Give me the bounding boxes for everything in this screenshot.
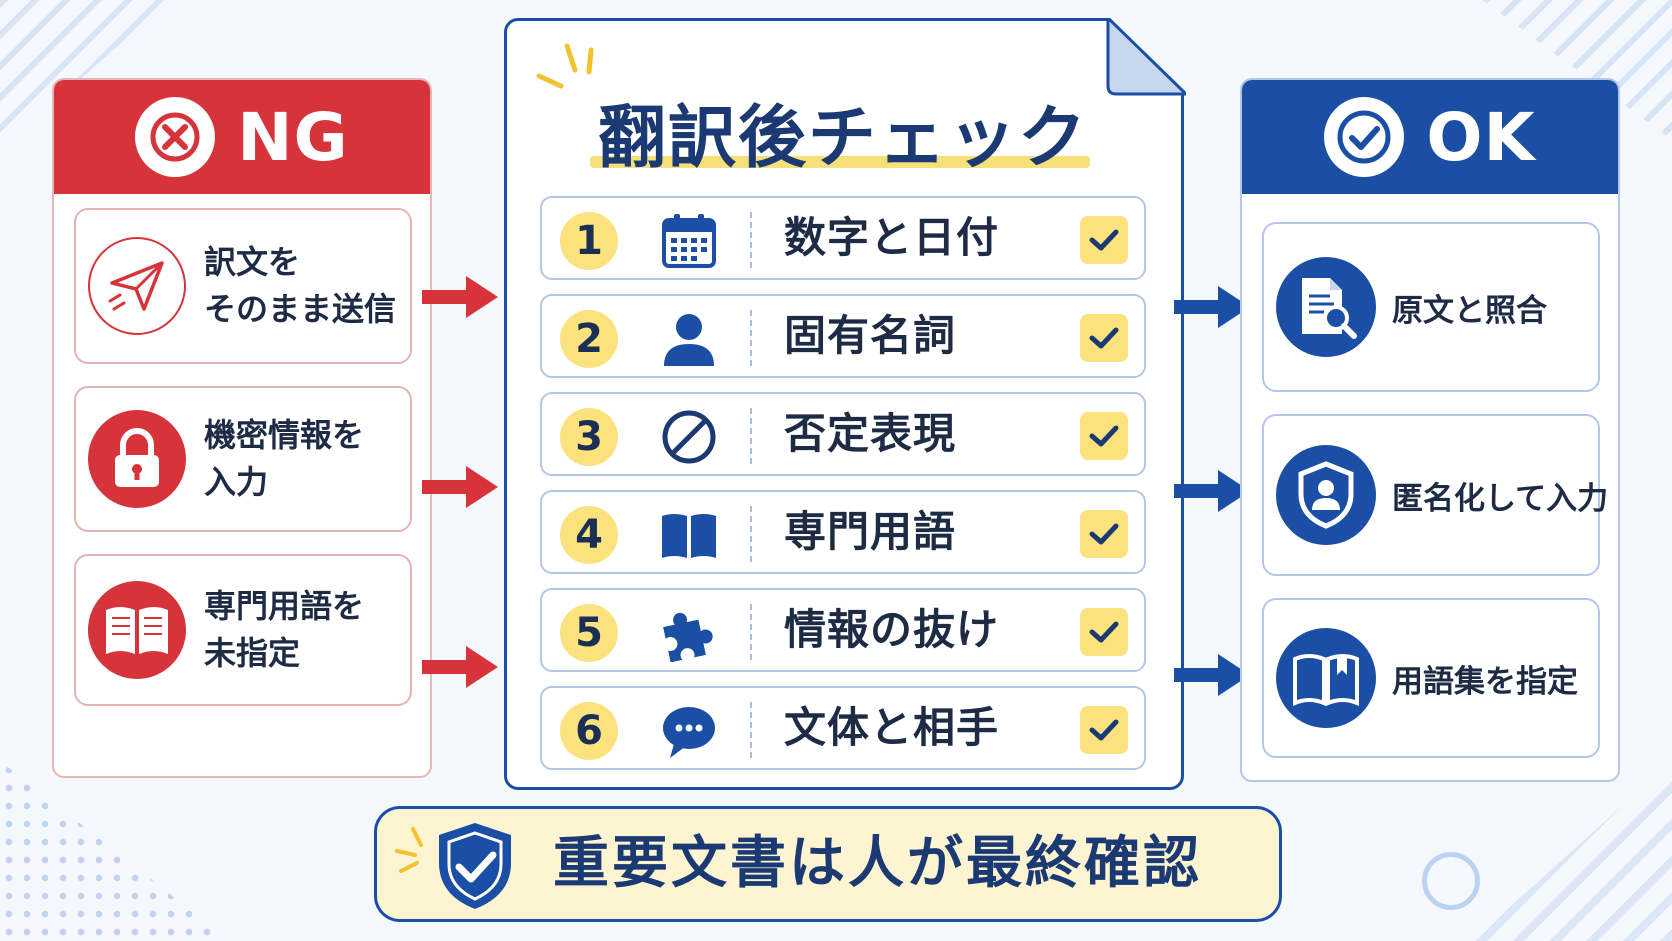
ng-item-terms-unspecified: 専門用語を 未指定 bbox=[74, 554, 412, 706]
x-mark-icon bbox=[150, 112, 200, 162]
ok-panel: OK 原文と照合 匿名化して入力 bbox=[1240, 78, 1620, 782]
checkbox-checked[interactable] bbox=[1080, 510, 1128, 558]
ok-item-glossary: 用語集を指定 bbox=[1262, 598, 1600, 758]
check-label: 否定表現 bbox=[784, 409, 957, 458]
blue-arrow-icon bbox=[1174, 470, 1250, 512]
decorative-dots-bottom-left bbox=[0, 761, 230, 941]
ng-item-line2: 入力 bbox=[204, 463, 269, 501]
check-row: 3 否定表現 bbox=[540, 392, 1146, 476]
row-separator bbox=[750, 310, 752, 366]
sparkle-icon bbox=[395, 827, 423, 873]
checkmark-icon bbox=[1089, 425, 1119, 447]
checkmark-icon bbox=[1089, 229, 1119, 251]
bookmark-book-icon bbox=[1293, 654, 1359, 707]
paper-plane-icon-wrap bbox=[88, 237, 186, 335]
ok-item-compare-source: 原文と照合 bbox=[1262, 222, 1600, 392]
sparkle-icon bbox=[536, 43, 594, 89]
calendar-icon bbox=[662, 214, 716, 268]
check-number: 5 bbox=[560, 604, 618, 662]
padlock-icon bbox=[115, 428, 159, 487]
row-separator bbox=[750, 506, 752, 562]
check-label: 数字と日付 bbox=[784, 213, 1000, 262]
ng-item-confidential-input: 機密情報を 入力 bbox=[74, 386, 412, 532]
ok-badge bbox=[1324, 97, 1405, 177]
puzzle-icon bbox=[663, 612, 713, 662]
check-number: 3 bbox=[560, 408, 618, 466]
shield-user-icon bbox=[1298, 461, 1354, 529]
document-search-icon-wrap bbox=[1276, 257, 1376, 357]
decorative-stripes-bottom-right bbox=[1472, 761, 1672, 941]
ok-item-label: 用語集を指定 bbox=[1392, 663, 1578, 700]
ng-badge bbox=[135, 97, 216, 177]
ng-item-text: 専門用語を 未指定 bbox=[204, 583, 364, 677]
ng-item-line1: 訳文を bbox=[204, 243, 301, 281]
ok-title: OK bbox=[1426, 98, 1536, 176]
blue-arrow-icon bbox=[1174, 654, 1250, 696]
row-separator bbox=[750, 212, 752, 268]
row-separator bbox=[750, 408, 752, 464]
check-number: 2 bbox=[560, 310, 618, 368]
checkbox-checked[interactable] bbox=[1080, 216, 1128, 264]
check-number: 1 bbox=[560, 212, 618, 270]
open-book-icon-wrap bbox=[88, 581, 186, 679]
row-separator bbox=[750, 702, 752, 758]
ng-item-text: 訳文を そのまま送信 bbox=[204, 239, 396, 333]
blue-arrow-icon bbox=[1174, 286, 1250, 328]
ng-item-send-as-is: 訳文を そのまま送信 bbox=[74, 208, 412, 364]
checkmark-icon bbox=[1089, 523, 1119, 545]
red-arrow-icon bbox=[422, 646, 498, 688]
row-separator bbox=[750, 604, 752, 660]
ok-item-label: 原文と照合 bbox=[1392, 292, 1547, 329]
check-circle-icon bbox=[1337, 110, 1391, 164]
ng-item-line1: 機密情報を bbox=[204, 416, 365, 454]
decorative-ring bbox=[1422, 852, 1480, 910]
ng-panel: NG 訳文を そのまま送信 機密情報を 入力 bbox=[52, 78, 432, 778]
footer-banner: 重要文書は人が最終確認 bbox=[374, 806, 1282, 922]
ng-item-line2: 未指定 bbox=[204, 634, 301, 672]
checkbox-checked[interactable] bbox=[1080, 412, 1128, 460]
check-label: 固有名詞 bbox=[784, 311, 957, 360]
check-row: 1 数字と日付 bbox=[540, 196, 1146, 280]
check-row: 6 文体と相手 bbox=[540, 686, 1146, 770]
page-fold-corner bbox=[1106, 18, 1186, 96]
checkbox-checked[interactable] bbox=[1080, 608, 1128, 656]
ng-header: NG bbox=[54, 80, 430, 194]
shield-check-icon bbox=[439, 823, 511, 909]
speech-bubble-icon bbox=[663, 707, 715, 758]
check-label: 情報の抜け bbox=[784, 605, 1000, 654]
person-icon bbox=[664, 314, 714, 366]
footer-text: 重要文書は人が最終確認 bbox=[553, 831, 1202, 896]
checkmark-icon bbox=[1089, 327, 1119, 349]
paper-plane-icon bbox=[108, 261, 164, 311]
shield-user-icon-wrap bbox=[1276, 445, 1376, 545]
red-arrow-icon bbox=[422, 466, 498, 508]
ok-header: OK bbox=[1242, 80, 1618, 194]
ok-item-anonymize: 匿名化して入力 bbox=[1262, 414, 1608, 576]
ok-item-label: 匿名化して入力 bbox=[1392, 480, 1609, 517]
check-label: 専門用語 bbox=[784, 507, 957, 556]
check-number: 6 bbox=[560, 702, 618, 760]
check-row: 4 専門用語 bbox=[540, 490, 1146, 574]
checklist-title: 翻訳後チェック bbox=[598, 99, 1089, 178]
check-row: 2 固有名詞 bbox=[540, 294, 1146, 378]
ng-item-line2: そのまま送信 bbox=[204, 290, 397, 328]
checkbox-checked[interactable] bbox=[1080, 314, 1128, 362]
prohibited-icon bbox=[662, 410, 716, 464]
check-row: 5 情報の抜け bbox=[540, 588, 1146, 672]
checkmark-icon bbox=[1089, 621, 1119, 643]
ng-item-text: 機密情報を 入力 bbox=[204, 412, 364, 506]
checkbox-checked[interactable] bbox=[1080, 706, 1128, 754]
check-label: 文体と相手 bbox=[784, 703, 1000, 752]
bookmark-book-icon-wrap bbox=[1276, 628, 1376, 728]
ng-title: NG bbox=[237, 98, 349, 176]
open-book-icon bbox=[106, 607, 168, 654]
red-arrow-icon bbox=[422, 276, 498, 318]
title-underline bbox=[590, 156, 1090, 168]
book-icon bbox=[662, 514, 716, 558]
document-search-icon bbox=[1302, 278, 1357, 339]
padlock-icon-wrap bbox=[88, 410, 186, 508]
checkmark-icon bbox=[1089, 719, 1119, 741]
ng-item-line1: 専門用語を bbox=[204, 587, 365, 625]
check-number: 4 bbox=[560, 506, 618, 564]
